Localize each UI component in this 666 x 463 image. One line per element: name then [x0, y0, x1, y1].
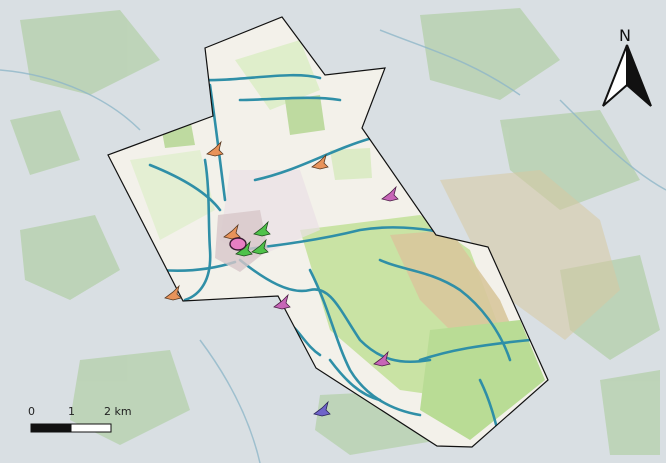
pink-circle-marker[interactable] — [229, 237, 247, 251]
scale-bar — [30, 423, 112, 433]
basemap-heath-area — [440, 170, 620, 340]
scale-label-1: 1 — [68, 405, 75, 418]
north-label: N — [619, 26, 631, 45]
basemap-rivers-outside — [0, 29, 666, 463]
scale-label-0: 0 — [28, 405, 35, 418]
study-area-boundary — [107, 16, 549, 448]
scale-label-2km: 2 km — [104, 405, 132, 418]
north-arrow-icon — [602, 44, 652, 107]
